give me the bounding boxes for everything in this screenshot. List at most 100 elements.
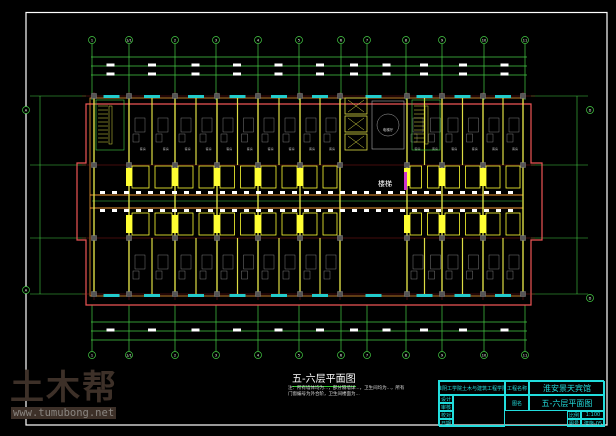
shaft [255, 215, 261, 233]
dimension-text [420, 328, 428, 332]
window [229, 294, 246, 297]
tag [448, 191, 453, 194]
bathroom [465, 212, 481, 236]
structural-column [172, 93, 178, 99]
axis-bubble [125, 351, 133, 359]
dimension-text [106, 328, 115, 332]
bed [488, 254, 500, 270]
tag [364, 191, 369, 194]
tag [280, 191, 285, 194]
shaft [172, 215, 178, 233]
structural-column [126, 291, 132, 297]
room-label: 客房 [309, 146, 315, 151]
room-label: 客房 [226, 146, 232, 151]
room-label: 客房 [163, 146, 169, 151]
window [454, 294, 471, 297]
chair [428, 133, 435, 143]
tag [508, 191, 513, 194]
tag [460, 209, 465, 212]
tag [112, 209, 117, 212]
bathroom [485, 212, 501, 236]
shaft [214, 215, 220, 233]
tag [412, 209, 417, 212]
building-outline [76, 103, 543, 306]
axis-bubble [402, 36, 410, 44]
structural-column [297, 235, 303, 241]
tb-blank [453, 395, 505, 427]
tag [184, 191, 189, 194]
structural-column [520, 235, 526, 241]
bed [325, 254, 337, 270]
room-label: 客房 [329, 146, 335, 151]
bathroom [219, 165, 235, 189]
structural-column [172, 162, 178, 168]
axis-label: 1/1 [126, 354, 132, 358]
axis-bubble [212, 36, 220, 44]
dimension-text [316, 72, 324, 76]
window [144, 95, 160, 98]
axis-label: 1 [91, 39, 93, 43]
bathroom [281, 212, 298, 236]
axis-bubble [125, 36, 133, 44]
room-label: 客房 [185, 146, 191, 151]
structural-column [255, 291, 261, 297]
axis-label: 1/1 [126, 39, 132, 43]
structural-column [91, 93, 97, 99]
axis-bubble [22, 106, 30, 114]
window [188, 95, 204, 98]
bathroom [427, 212, 440, 236]
structural-column [480, 93, 486, 99]
chair [486, 270, 494, 280]
structural-column [172, 235, 178, 241]
structural-column [404, 93, 410, 99]
chair [132, 270, 140, 280]
room-label: 客房 [140, 146, 146, 151]
elevator [344, 97, 368, 115]
tag [436, 191, 441, 194]
tag [340, 209, 345, 212]
window [312, 294, 328, 297]
chair [323, 270, 331, 280]
chair [155, 133, 163, 143]
dimension-text [106, 63, 115, 67]
bed [430, 254, 441, 270]
structural-column [126, 93, 132, 99]
tag [436, 209, 441, 212]
tag [232, 191, 237, 194]
bathroom [260, 165, 277, 189]
bathroom [240, 212, 256, 236]
axis-bubble [438, 36, 446, 44]
tag [268, 191, 273, 194]
tag [160, 209, 165, 212]
tag [328, 191, 333, 194]
tag [208, 209, 213, 212]
chair [132, 133, 140, 143]
bathroom [322, 212, 338, 236]
bed [508, 254, 520, 270]
chair [178, 270, 186, 280]
tb-row: 审核 [439, 403, 453, 411]
dimension-text [459, 63, 467, 67]
bathroom [177, 165, 194, 189]
shaft [439, 215, 445, 233]
window [271, 95, 287, 98]
window [416, 294, 433, 297]
tb-row: 设计 [439, 395, 453, 403]
dimension-text [500, 328, 509, 332]
tag [256, 191, 261, 194]
structural-column [404, 162, 410, 168]
structural-column [439, 291, 445, 297]
axis-bubble [363, 351, 371, 359]
stair-rail [108, 105, 113, 145]
axis-label: 11 [523, 354, 527, 358]
tag [424, 191, 429, 194]
tag [304, 209, 309, 212]
watermark-url: www.tumubong.net [11, 407, 117, 419]
tag [484, 209, 489, 212]
structural-column [337, 93, 343, 99]
tag [196, 191, 201, 194]
axis-bubble [480, 36, 488, 44]
bed [180, 117, 192, 133]
bathroom [302, 212, 318, 236]
chair [445, 133, 453, 143]
